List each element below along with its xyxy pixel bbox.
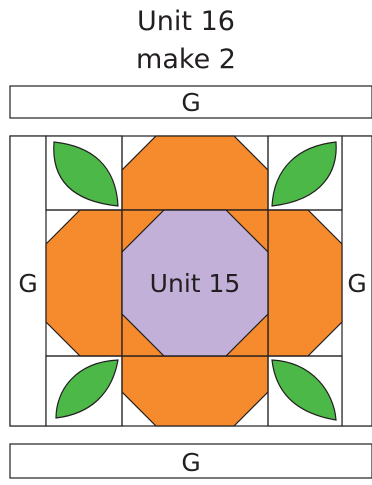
make-count: make 2	[136, 44, 236, 75]
petal-left	[45, 209, 123, 357]
bottom-strip-label: G	[181, 448, 200, 477]
top-strip-label: G	[181, 88, 200, 117]
top-strip-g	[9, 85, 372, 119]
leaf-top-right	[271, 141, 337, 207]
leaf-bottom-left	[55, 359, 119, 419]
right-strip-label: G	[347, 269, 366, 298]
bottom-strip-g	[9, 443, 372, 479]
leaf-bottom-right	[271, 359, 337, 421]
left-strip-label: G	[18, 269, 37, 298]
leaf-top-left	[53, 141, 119, 207]
unit-title: Unit 16	[137, 6, 235, 37]
center-unit-label: Unit 15	[150, 269, 241, 298]
